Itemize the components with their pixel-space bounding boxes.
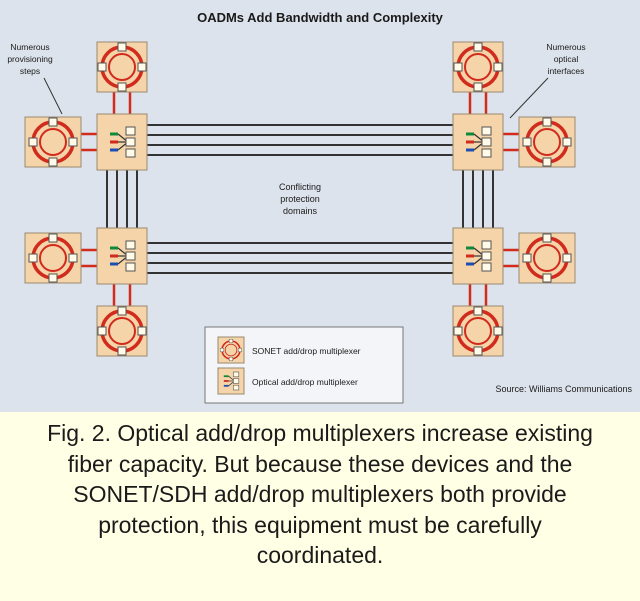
annotation-protection-line-3: domains: [283, 206, 318, 216]
sonet-adm-top-right: [452, 41, 504, 93]
annotation-protection: Conflicting protection domains: [279, 182, 321, 216]
fiber-links: [106, 124, 494, 274]
annotation-provisioning: Numerous provisioning steps: [7, 42, 53, 76]
sonet-adm-top-left: [96, 41, 148, 93]
legend: SONET add/drop multiplexer Optical add/d…: [204, 326, 404, 404]
oadm-top-left: [96, 113, 148, 171]
annotation-interfaces: Numerous optical interfaces: [546, 42, 585, 76]
caption-line-5: coordinated.: [256, 542, 384, 568]
annotation-interfaces-line-1: Numerous: [546, 42, 585, 52]
legend-oadm-label: Optical add/drop multiplexer: [252, 377, 358, 387]
sonet-adm-right-upper: [518, 116, 576, 168]
annotation-interfaces-line-3: interfaces: [548, 66, 585, 76]
annotation-protection-line-2: protection: [280, 194, 320, 204]
annotation-provisioning-arrow: [43, 77, 63, 115]
sonet-adm-left-lower: [24, 232, 82, 284]
legend-sonet-label: SONET add/drop multiplexer: [252, 346, 361, 356]
sonet-adm-right-lower: [518, 232, 576, 284]
annotation-interfaces-arrow: [509, 77, 549, 119]
sonet-adm-left-upper: [24, 116, 82, 168]
figure-caption: Fig. 2. Optical add/drop multiplexers in…: [0, 418, 640, 601]
annotation-protection-line-1: Conflicting: [279, 182, 321, 192]
annotation-interfaces-line-2: optical: [554, 54, 579, 64]
diagram-title: OADMs Add Bandwidth and Complexity: [197, 10, 444, 25]
oadm-top-right: [452, 113, 504, 171]
caption-line-3: SONET/SDH add/drop multiplexers both pro…: [73, 481, 567, 507]
annotation-provisioning-line-3: steps: [20, 66, 40, 76]
caption-line-4: protection, this equipment must be caref…: [98, 511, 542, 538]
sonet-adm-bottom-right: [452, 305, 504, 357]
sonet-adm-bottom-left: [96, 305, 148, 357]
tributary-links: [81, 92, 519, 306]
caption-line-1: Fig. 2. Optical add/drop multiplexers in…: [47, 420, 593, 446]
source-credit: Source: Williams Communications: [495, 384, 632, 394]
caption-line-2: fiber capacity. But because these device…: [67, 450, 573, 477]
annotation-provisioning-line-1: Numerous: [10, 42, 49, 52]
figure: OADMs Add Bandwidth and Complexity: [0, 0, 640, 412]
oadm-bottom-left: [96, 227, 148, 285]
oadm-network-diagram: OADMs Add Bandwidth and Complexity: [7, 10, 632, 404]
annotation-provisioning-line-2: provisioning: [7, 54, 53, 64]
oadm-bottom-right: [452, 227, 504, 285]
